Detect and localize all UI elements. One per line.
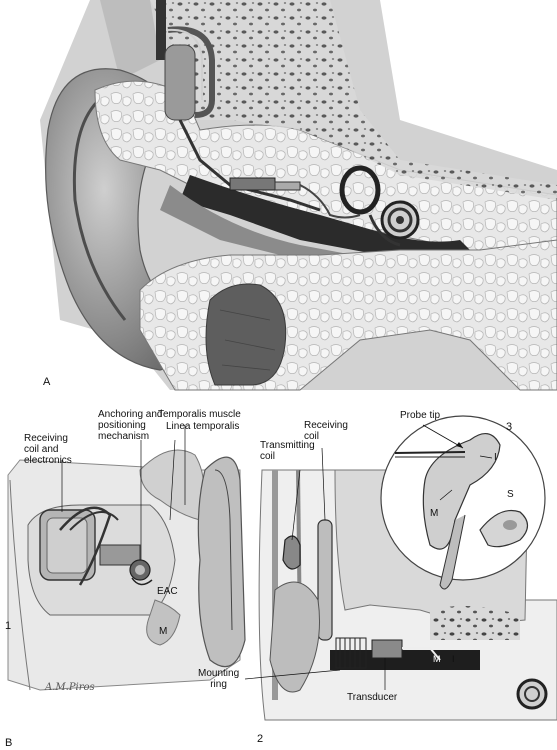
label-s-inset: S	[507, 489, 514, 500]
label-temporalis-muscle: Temporalis muscle	[158, 409, 241, 420]
mounting-ring	[335, 637, 367, 669]
canal-section	[330, 650, 480, 670]
mastoid-region	[150, 0, 557, 200]
label-transmitting-coil: Transmitting coil	[260, 440, 315, 462]
inset-magnification	[380, 415, 546, 590]
label-probe-tip: Probe tip	[400, 410, 441, 421]
label-mounting-ring: Mounting ring	[198, 668, 240, 690]
transmitting-coil	[282, 535, 301, 570]
panel-b2-illustration	[244, 415, 557, 721]
artist-signature: A.M.Piros	[45, 682, 95, 693]
implant-device	[156, 0, 361, 219]
label-receiving-coil: Receiving coil	[304, 420, 348, 442]
panel-b-letter: B	[5, 737, 12, 749]
probe	[394, 451, 466, 454]
panel-b1-number: 1	[5, 620, 12, 632]
panel-b2-number: 2	[257, 733, 264, 745]
label-anchoring-mechanism: Anchoring and positioning mechanism	[98, 409, 163, 442]
label-m-left: M	[159, 626, 168, 637]
retracted-flap	[197, 456, 246, 668]
label-m-inset: M	[430, 508, 439, 519]
label-eac: EAC	[157, 586, 178, 597]
label-linea-temporalis: Linea temporalis	[166, 421, 240, 432]
panel-b3-number: 3	[506, 421, 513, 433]
label-i-inset: I	[494, 452, 497, 463]
panel-a-illustration: A	[40, 0, 557, 391]
label-transducer: Transducer	[347, 692, 398, 703]
inner-ear	[339, 165, 420, 247]
ossicle-malleus	[422, 433, 501, 550]
ossicle-stapes	[479, 509, 529, 548]
receiving-coil	[317, 519, 333, 641]
transducer	[371, 639, 403, 659]
panel-b1-illustration: B	[5, 425, 246, 749]
label-receiving-coil-electronics: Receiving coil and electronics	[24, 433, 72, 466]
label-i-bottom: I	[452, 654, 455, 664]
panel-a-letter: A	[43, 376, 51, 388]
dark-gland	[205, 283, 287, 386]
label-m-bottom: M	[433, 654, 441, 664]
